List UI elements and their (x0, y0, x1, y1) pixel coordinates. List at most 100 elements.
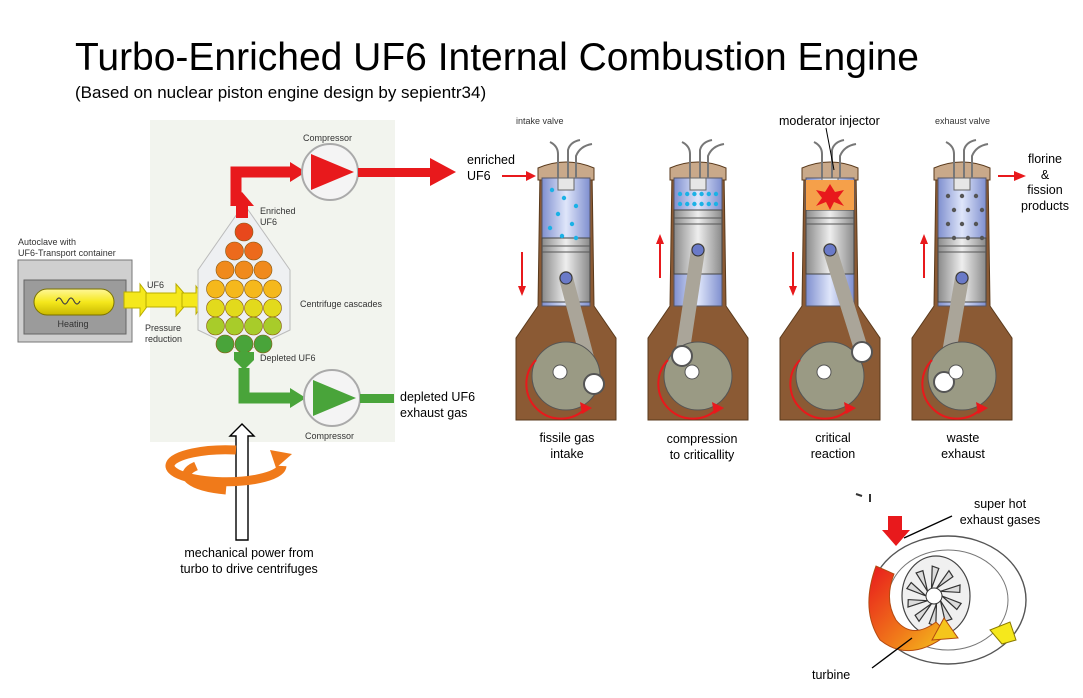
fissile-gas-particle (706, 201, 711, 207)
valve-stem (699, 139, 713, 178)
compressor-top (301, 143, 359, 201)
cylinder-head (801, 161, 859, 181)
depleted-uf6-small-label: Depleted UF6 (260, 353, 316, 363)
fissile-gas-particle (573, 203, 579, 209)
turbine-blade (940, 584, 961, 594)
valve-stem (549, 141, 559, 178)
centrifuge-ball (234, 222, 254, 242)
heating-label: Heating (57, 319, 89, 329)
engine-cylinder-intake (515, 139, 617, 421)
hot-gas-inlet-arrow (882, 516, 910, 546)
centrifuge-ball (244, 279, 263, 299)
waste-particle (959, 193, 965, 199)
compressor-bottom-label: Compressor (305, 431, 355, 441)
waste-particle (951, 235, 957, 241)
rotation-arrow (921, 359, 983, 420)
stroke-label-critical: critical reaction (810, 431, 856, 461)
waste-particle (973, 221, 979, 227)
stroke-direction-arrowhead (789, 286, 797, 296)
centrifuge-ball (225, 241, 244, 261)
turbine-blade (935, 569, 954, 589)
waste-particle (979, 207, 985, 213)
crank-pin (671, 345, 693, 367)
waste-particle (959, 221, 965, 227)
depleted-to-compressor-arrow (290, 388, 306, 408)
intake-valve-label: intake valve (516, 116, 564, 126)
compressor-top-label: Compressor (303, 133, 353, 143)
fissile-gas-particle (559, 233, 565, 239)
centrifuge-ball (263, 279, 282, 299)
centrifuge-ball (244, 241, 263, 261)
centrifuge-ball (263, 316, 282, 336)
valve-stem (971, 143, 989, 178)
centrifuge-ball (234, 260, 254, 280)
rotation-arrowhead (712, 402, 724, 414)
fissile-gas-particle (692, 201, 697, 207)
fissile-gas-particle (706, 191, 711, 197)
stroke-direction-arrowhead (656, 234, 664, 244)
fissile-gas-particle (699, 201, 704, 207)
stroke-label-intake: fissile gas intake (539, 431, 595, 461)
autoclave (17, 259, 133, 343)
turbine-blade (915, 569, 929, 592)
page-title: Turbo-Enriched UF6 Internal Combustion E… (75, 36, 919, 79)
wrist-pin (559, 271, 573, 285)
cylinder-head (669, 161, 727, 181)
fissile-gas-particle (713, 191, 719, 197)
enriched-uf6-label: enriched UF6 (467, 153, 515, 183)
turbine (855, 493, 1027, 665)
centrifuge-ball (253, 260, 273, 280)
rotation-arrowhead (580, 402, 592, 414)
waste-particle (979, 235, 985, 241)
florine-fission-label: florine & fission products (1021, 152, 1069, 213)
enriched-uf6-small-label: Enriched UF6 (260, 206, 296, 227)
moderator-injector-label: moderator injector (779, 114, 880, 128)
centrifuge-ball (244, 316, 263, 336)
heating-coil-icon (55, 297, 81, 305)
valve-stem (567, 139, 581, 178)
cylinder-head (537, 161, 595, 181)
turbine-blade (907, 598, 928, 608)
turbine-exit-arrow (989, 621, 1017, 645)
enriched-output-pipe (358, 168, 432, 177)
fissile-gas-particle (685, 191, 690, 197)
exhaust-output-arrowhead (1014, 171, 1026, 181)
fissile-gas-particle (549, 187, 555, 193)
rotation-arrowhead (976, 402, 988, 414)
crank-shaft (552, 364, 568, 380)
centrifuge-ball (244, 298, 263, 318)
rotation-arrowhead (844, 402, 856, 414)
fissile-gas-particle (569, 221, 575, 227)
fissile-gas-particle (699, 191, 704, 197)
enriched-output-arrow (430, 158, 456, 186)
engine-cylinder-compression (647, 139, 749, 421)
fissile-gas-particle (555, 211, 561, 217)
crank-pin (583, 373, 605, 395)
enriched-pipe (230, 166, 294, 205)
fissile-gas-particle (692, 191, 697, 197)
centrifuge-ball (206, 279, 225, 299)
valve-stem (839, 143, 857, 178)
centrifuge-cascades (206, 222, 282, 354)
valve-stem (707, 143, 725, 178)
spark-head (953, 177, 971, 191)
waste-particle (965, 235, 971, 241)
turbine-blade (905, 581, 927, 597)
uf6-label: UF6 (147, 280, 165, 290)
fissile-gas-particle (677, 201, 683, 207)
waste-particle (945, 193, 951, 199)
turbine-pointer (871, 637, 913, 669)
centrifuge-ball (234, 334, 254, 354)
crank-pin (851, 341, 873, 363)
exhaust-valve-label: exhaust valve (935, 116, 991, 126)
depleted-pipe (238, 368, 294, 404)
enriched-up-arrow (230, 192, 254, 218)
compressor-bottom (303, 369, 361, 427)
rotation-arrow (657, 359, 719, 420)
wrist-pin (691, 243, 705, 257)
depleted-exhaust-label: depleted UF6 exhaust gas (400, 390, 476, 420)
rotation-arrow (789, 359, 851, 420)
valve-stem (831, 139, 845, 178)
valve-stem (575, 143, 593, 178)
connecting-rod (823, 243, 869, 359)
